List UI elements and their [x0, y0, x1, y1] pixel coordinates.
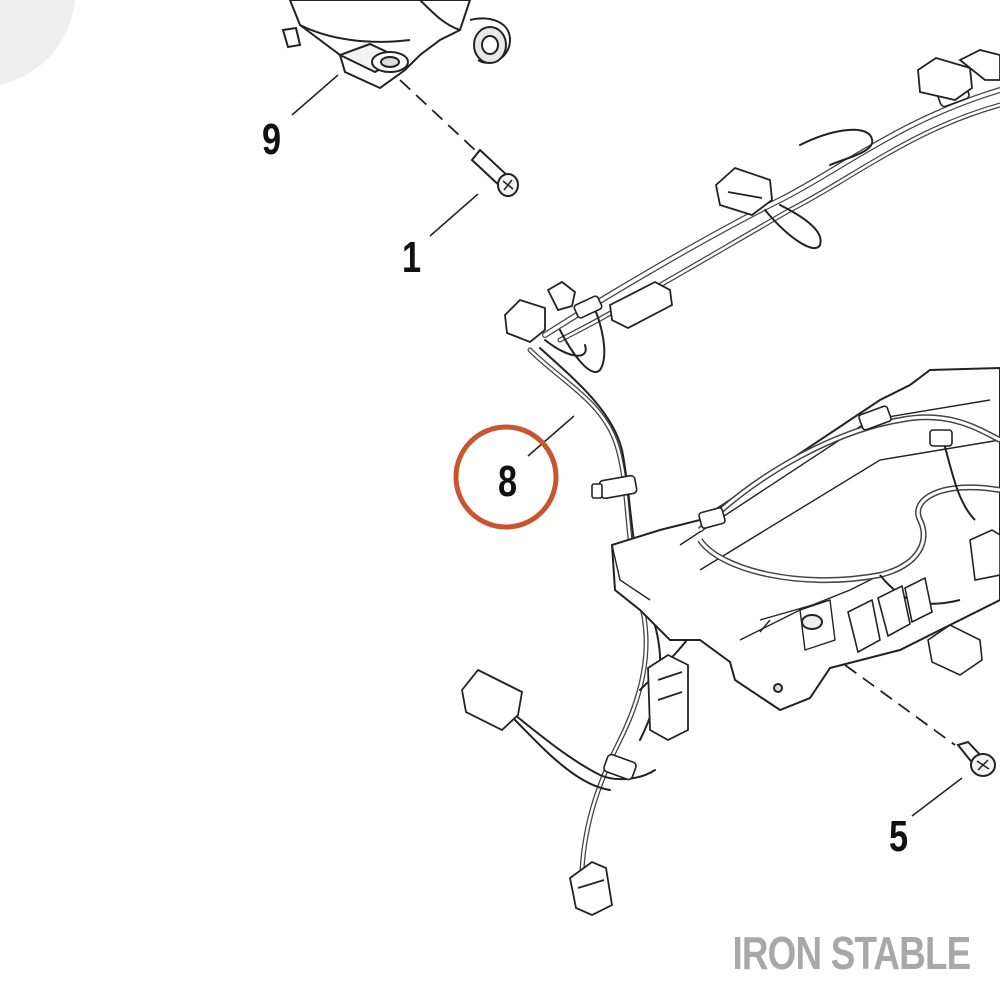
harness-connectors [461, 49, 1000, 916]
alignment-line-1 [399, 79, 476, 151]
part-9-control-module [281, 0, 512, 90]
background-blob [0, 0, 75, 85]
leader-8 [527, 415, 575, 457]
leader-9 [291, 74, 339, 116]
alignment-line-5 [844, 664, 956, 746]
part-1-bolt [470, 148, 519, 197]
watermark-text: IRON STABLE [732, 927, 971, 979]
callout-1: 1 [402, 233, 421, 282]
callout-5: 5 [889, 812, 908, 861]
callout-9: 9 [262, 115, 281, 164]
tray-connectors [698, 405, 1000, 676]
highlight-ring-part-8 [453, 424, 559, 530]
callout-8: 8 [498, 457, 517, 506]
leader-5 [911, 777, 963, 817]
leader-1 [429, 193, 479, 237]
part-5-screw [956, 740, 996, 777]
